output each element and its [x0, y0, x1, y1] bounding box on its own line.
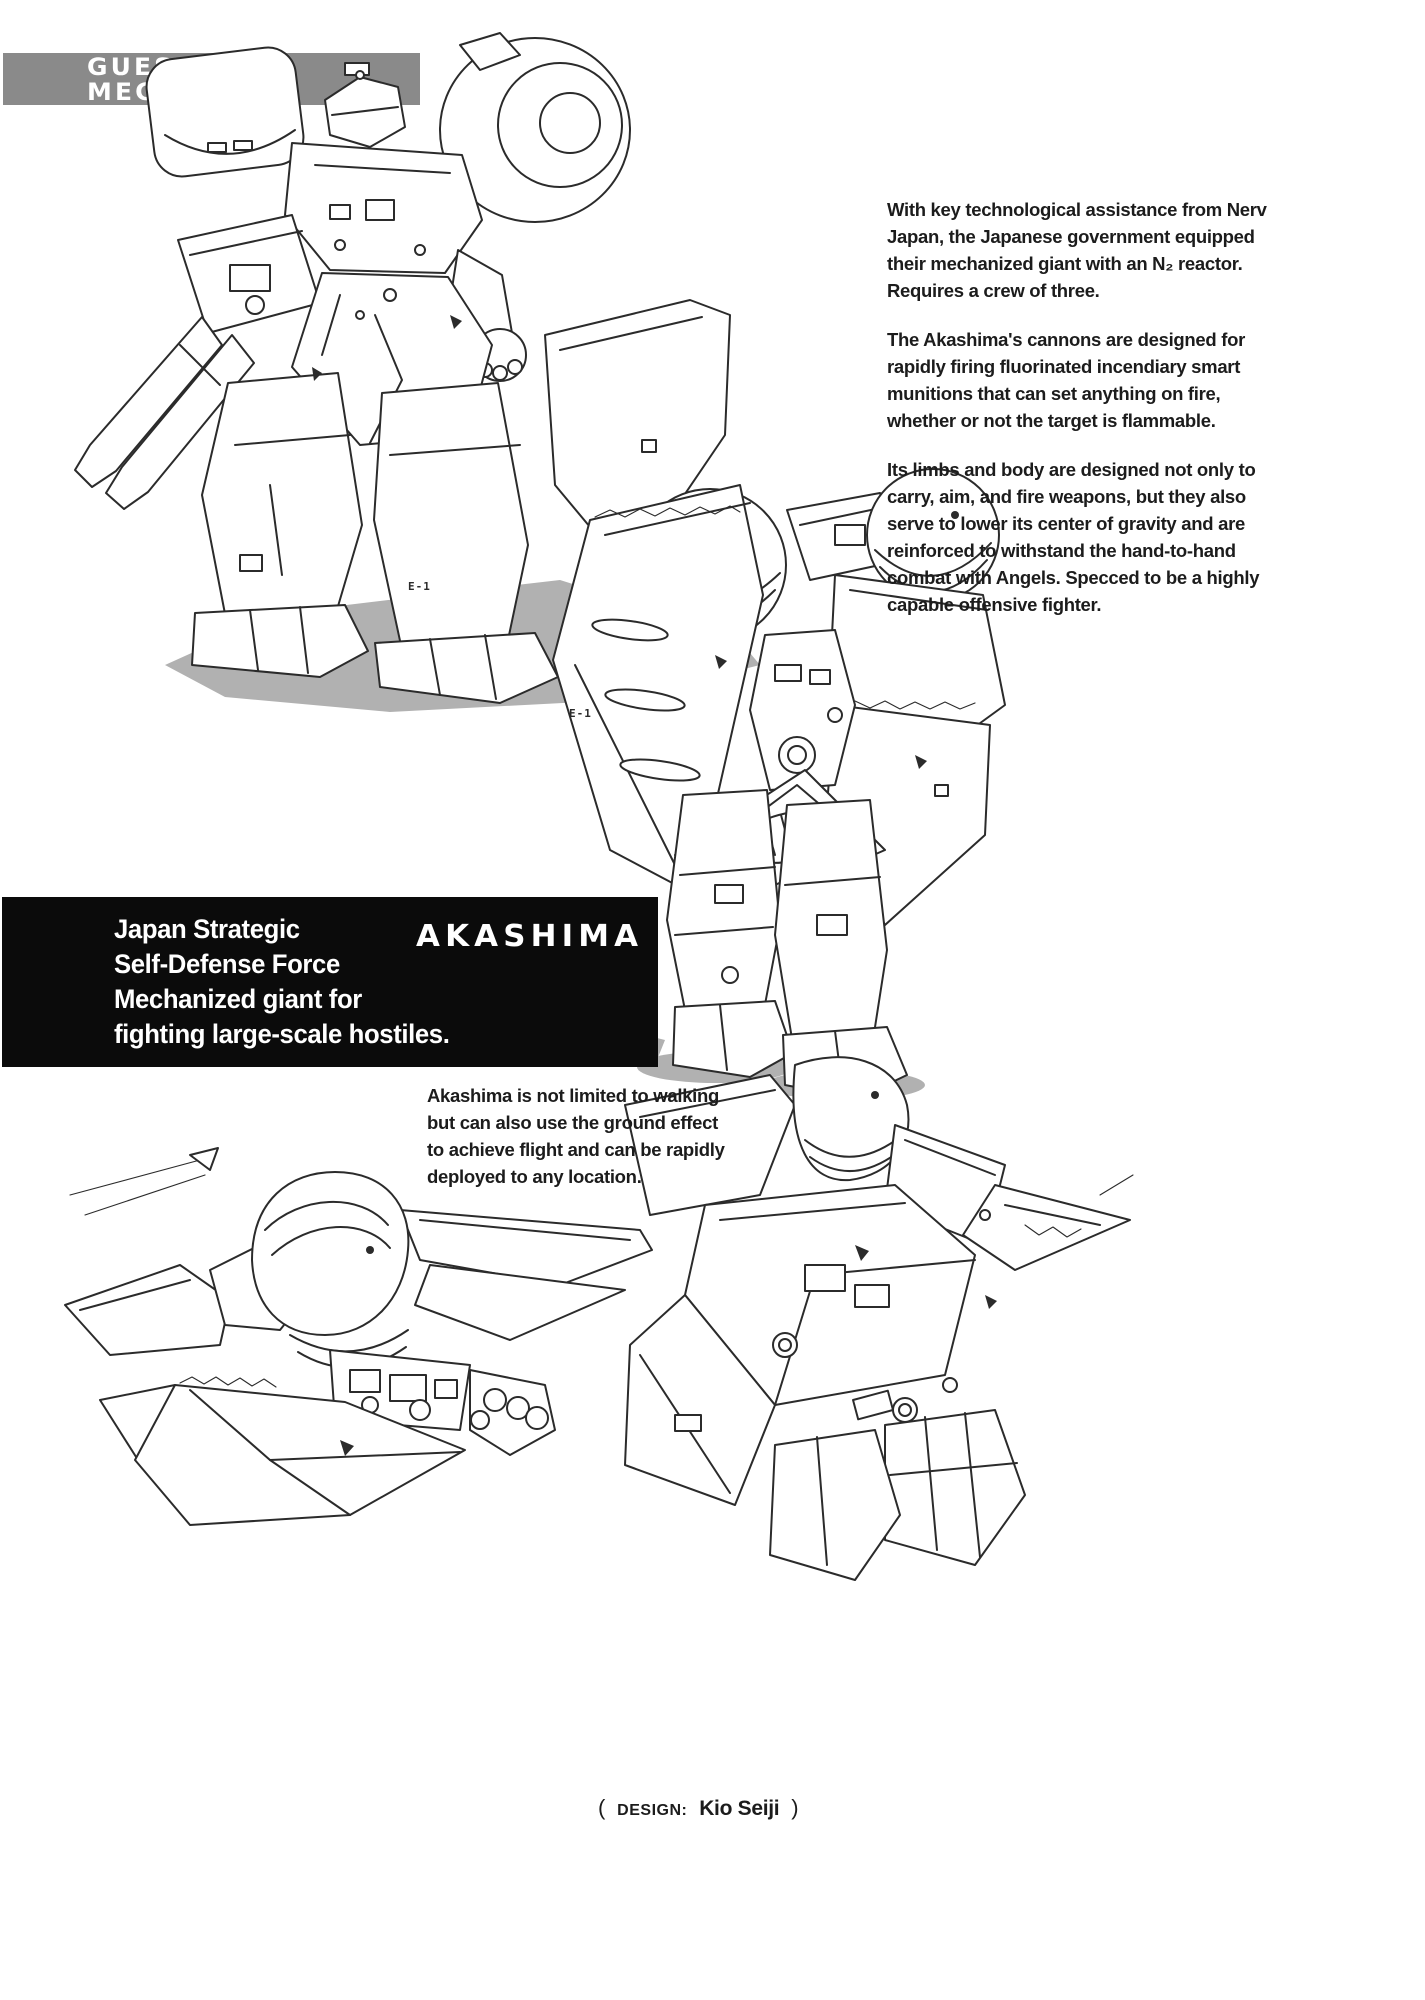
description-column: With key technological assistance from N…: [887, 196, 1291, 640]
flight-left-illustration: [64, 1147, 653, 1526]
front-leg-marking: E-1: [408, 580, 431, 593]
description-paragraph-1: With key technological assistance from N…: [887, 199, 1267, 301]
info-box-line4: fighting large-scale hostiles.: [114, 1019, 450, 1049]
credit-open-paren: (: [598, 1795, 606, 1820]
info-box-line3: Mechanized giant for: [114, 984, 362, 1014]
info-box-line2: Self-Defense Force: [114, 949, 340, 979]
info-box-text: Japan Strategic Self-Defense Force Mecha…: [114, 912, 450, 1052]
description-paragraph-3: Its limbs and body are designed not only…: [887, 459, 1260, 615]
credit-designer-name: Kio Seiji: [699, 1797, 780, 1820]
flight-right-illustration: [624, 1056, 1134, 1581]
rear-view-illustration: E-1: [552, 468, 1006, 1100]
akashima-title: AKASHIMA: [416, 919, 644, 954]
info-box-line1: Japan Strategic: [114, 914, 300, 944]
front-view-illustration: E-1: [74, 32, 760, 712]
akashima-info-box: Japan Strategic Self-Defense Force Mecha…: [2, 897, 658, 1067]
description-paragraph-2: The Akashima's cannons are designed for …: [887, 329, 1246, 431]
credit-label: DESIGN:: [617, 1802, 688, 1819]
design-credit: ( DESIGN: Kio Seiji ): [598, 1795, 799, 1821]
flight-note: Akashima is not limited to walking but c…: [427, 1085, 725, 1187]
rear-leg-marking: E-1: [569, 707, 592, 720]
credit-close-paren: ): [791, 1795, 799, 1820]
